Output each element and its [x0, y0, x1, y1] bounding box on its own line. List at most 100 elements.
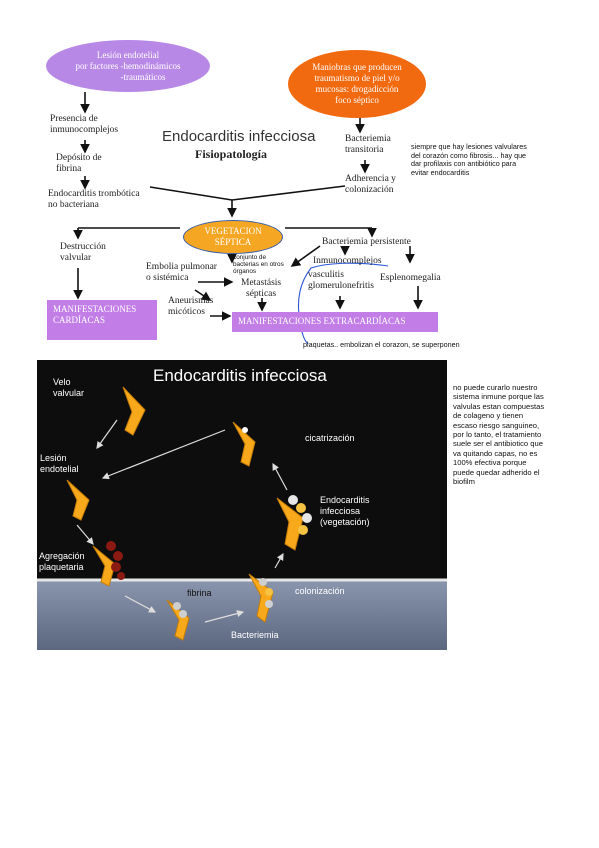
embolia: Embolia pulmonar o sistémica: [146, 262, 217, 284]
leaflet-lesion: [66, 479, 90, 521]
bacteria-dot: [259, 578, 267, 586]
ellipse-line: Lesión endotelial: [96, 49, 160, 60]
arrow: [231, 185, 346, 201]
box-manifestaciones-cardiacas: MANIFESTACIONES CARDÍACAS: [47, 300, 157, 340]
step-line: fibrina: [56, 164, 82, 174]
page-subtitle: Fisiopatología: [195, 147, 268, 161]
note-line: órganos: [233, 268, 257, 276]
note-line: bacterias en otros: [233, 261, 284, 269]
aneurismas: Aneurismas micóticos: [168, 296, 213, 318]
label-endocarditis: Endocarditis infecciosa (vegetación): [320, 495, 370, 528]
text-line: sépticas: [246, 289, 277, 299]
panel-arrow: [274, 552, 284, 569]
platelet: [117, 572, 125, 580]
arrow: [149, 186, 233, 201]
text-line: Embolia pulmonar: [146, 262, 217, 272]
platelet: [113, 551, 123, 561]
leaflet-endocarditis: [276, 497, 304, 551]
note-line: de colageno y tienen: [453, 411, 524, 421]
label-line: Agregación: [39, 551, 85, 561]
destruccion-valvular: Destrucción valvular: [60, 242, 106, 264]
note-line: puede quedar adherido el: [453, 467, 540, 477]
ellipse-line: foco séptico: [335, 95, 379, 105]
text-line: Destrucción: [60, 242, 106, 252]
label-lesion: Lesión endotelial: [40, 453, 79, 475]
panel-arrow: [101, 429, 226, 480]
pathogenesis-illustration: [37, 360, 447, 650]
leaflet-cicatrizacion: [232, 421, 256, 467]
leaflet-agregacion: [92, 545, 116, 587]
bacteria-dot: [265, 588, 273, 596]
note-line: sistema inmune porque las: [453, 392, 544, 402]
arrow: [194, 289, 212, 301]
handwritten-underline: [310, 262, 389, 269]
label-velo: Velo valvular: [53, 377, 84, 399]
step-line: colonización: [345, 185, 394, 195]
text-line: Aneurismas: [168, 296, 214, 306]
box-manifestaciones-extracardiacas: MANIFESTACIONES EXTRACARDÍACAS: [232, 312, 438, 332]
label-bacteriemia: Bacteriemia: [231, 630, 279, 640]
label-line: (vegetación): [320, 517, 370, 527]
step-trombotica: Endocarditis trombótica no bacteriana: [48, 189, 140, 211]
illustration-panel: Endocarditis infecciosa Velo valvular Le…: [37, 360, 447, 650]
note-line: no puede curarlo nuestro: [453, 383, 538, 392]
step-deposito: Depósito de fibrina: [56, 153, 102, 175]
label-line: infecciosa: [320, 506, 361, 516]
bacteria-dot: [265, 600, 273, 608]
note-line: conjunto de: [233, 254, 267, 261]
note-line: escaso riesgo sanguineo,: [453, 420, 540, 430]
text-line: vasculitis: [308, 270, 344, 280]
label-fibrina: fibrina: [187, 588, 212, 598]
inmunocomplejos: Inmunocomplejos: [313, 256, 382, 266]
ellipse-maniobras: Maniobras que producen traumatismo de pi…: [288, 50, 426, 118]
note-line: biofilm: [453, 477, 475, 487]
step-line: no bacteriana: [48, 200, 99, 210]
arrow: [290, 245, 321, 267]
panel-title: Endocarditis infecciosa: [153, 366, 327, 385]
flowchart-arrows: [73, 92, 423, 345]
label-colonizacion: colonización: [295, 586, 345, 596]
ellipse-line: -traumáticos: [120, 71, 166, 82]
note-line: dar profilaxis con antibiótico para: [411, 159, 517, 169]
vegetation-dot: [288, 495, 298, 505]
page-title: Endocarditis infecciosa: [162, 128, 316, 145]
fibrin-dot: [173, 602, 181, 610]
step-line: inmunocomplejos: [50, 125, 119, 135]
step-adherencia: Adherencia y colonización: [345, 174, 396, 196]
step-line: Bacteriemia: [345, 134, 391, 144]
label-line: Lesión: [40, 453, 67, 463]
label-agregacion: Agregación plaquetaria: [39, 551, 85, 573]
vegetation-dot: [298, 525, 308, 535]
label-cicatrizacion: cicatrización: [305, 433, 355, 443]
ellipse-line: SÉPTICA: [214, 237, 252, 247]
platelet: [106, 541, 116, 551]
step-presencia: Presencia de inmunocomplejos: [50, 114, 118, 136]
ellipse-vegetacion: VEGETACION SÉPTICA: [183, 220, 283, 254]
esplenomegalia: Esplenomegalia: [380, 273, 441, 283]
ellipse-line: mucosas: drogadicción: [315, 84, 399, 94]
platelet: [111, 562, 121, 572]
step-line: transitoria: [345, 145, 384, 155]
panel-arrow: [76, 524, 94, 545]
panel-arrow: [124, 595, 157, 613]
ellipse-line: VEGETACION: [204, 226, 262, 236]
box-line: MANIFESTACIONES: [53, 304, 137, 314]
box-line: CARDÍACAS: [53, 315, 106, 325]
panel-arrow: [272, 462, 288, 491]
note-line: va quitando capas, no es: [453, 448, 538, 458]
text-line: micóticos: [168, 307, 205, 317]
note-plaquetas: plaquetas.. embolizan el corazon, se sup…: [303, 340, 460, 349]
bacteriemia-persistente: Bacteriemia persistente: [322, 237, 411, 247]
vegetation-dot: [302, 513, 312, 523]
note-line: del corazón como fibrosis... hay que: [411, 150, 527, 160]
label-line: plaquetaria: [39, 562, 84, 572]
ellipse-lesion-endotelial: Lesión endotelial por factores -hemodiná…: [46, 40, 210, 92]
note-line: siempre que hay lesiones valvulares: [411, 142, 527, 151]
upper-background: [37, 360, 447, 580]
ellipse-line: traumatismo de piel y/o: [314, 73, 400, 83]
note-line: por lo tanto, el tratamiento: [453, 430, 542, 440]
note-line: valvulas estan compuestas: [453, 401, 545, 411]
note-line: evitar endocarditis: [411, 167, 470, 177]
vasculitis: vasculitis glomerulonefritis: [308, 270, 374, 292]
label-line: Velo: [53, 377, 71, 387]
